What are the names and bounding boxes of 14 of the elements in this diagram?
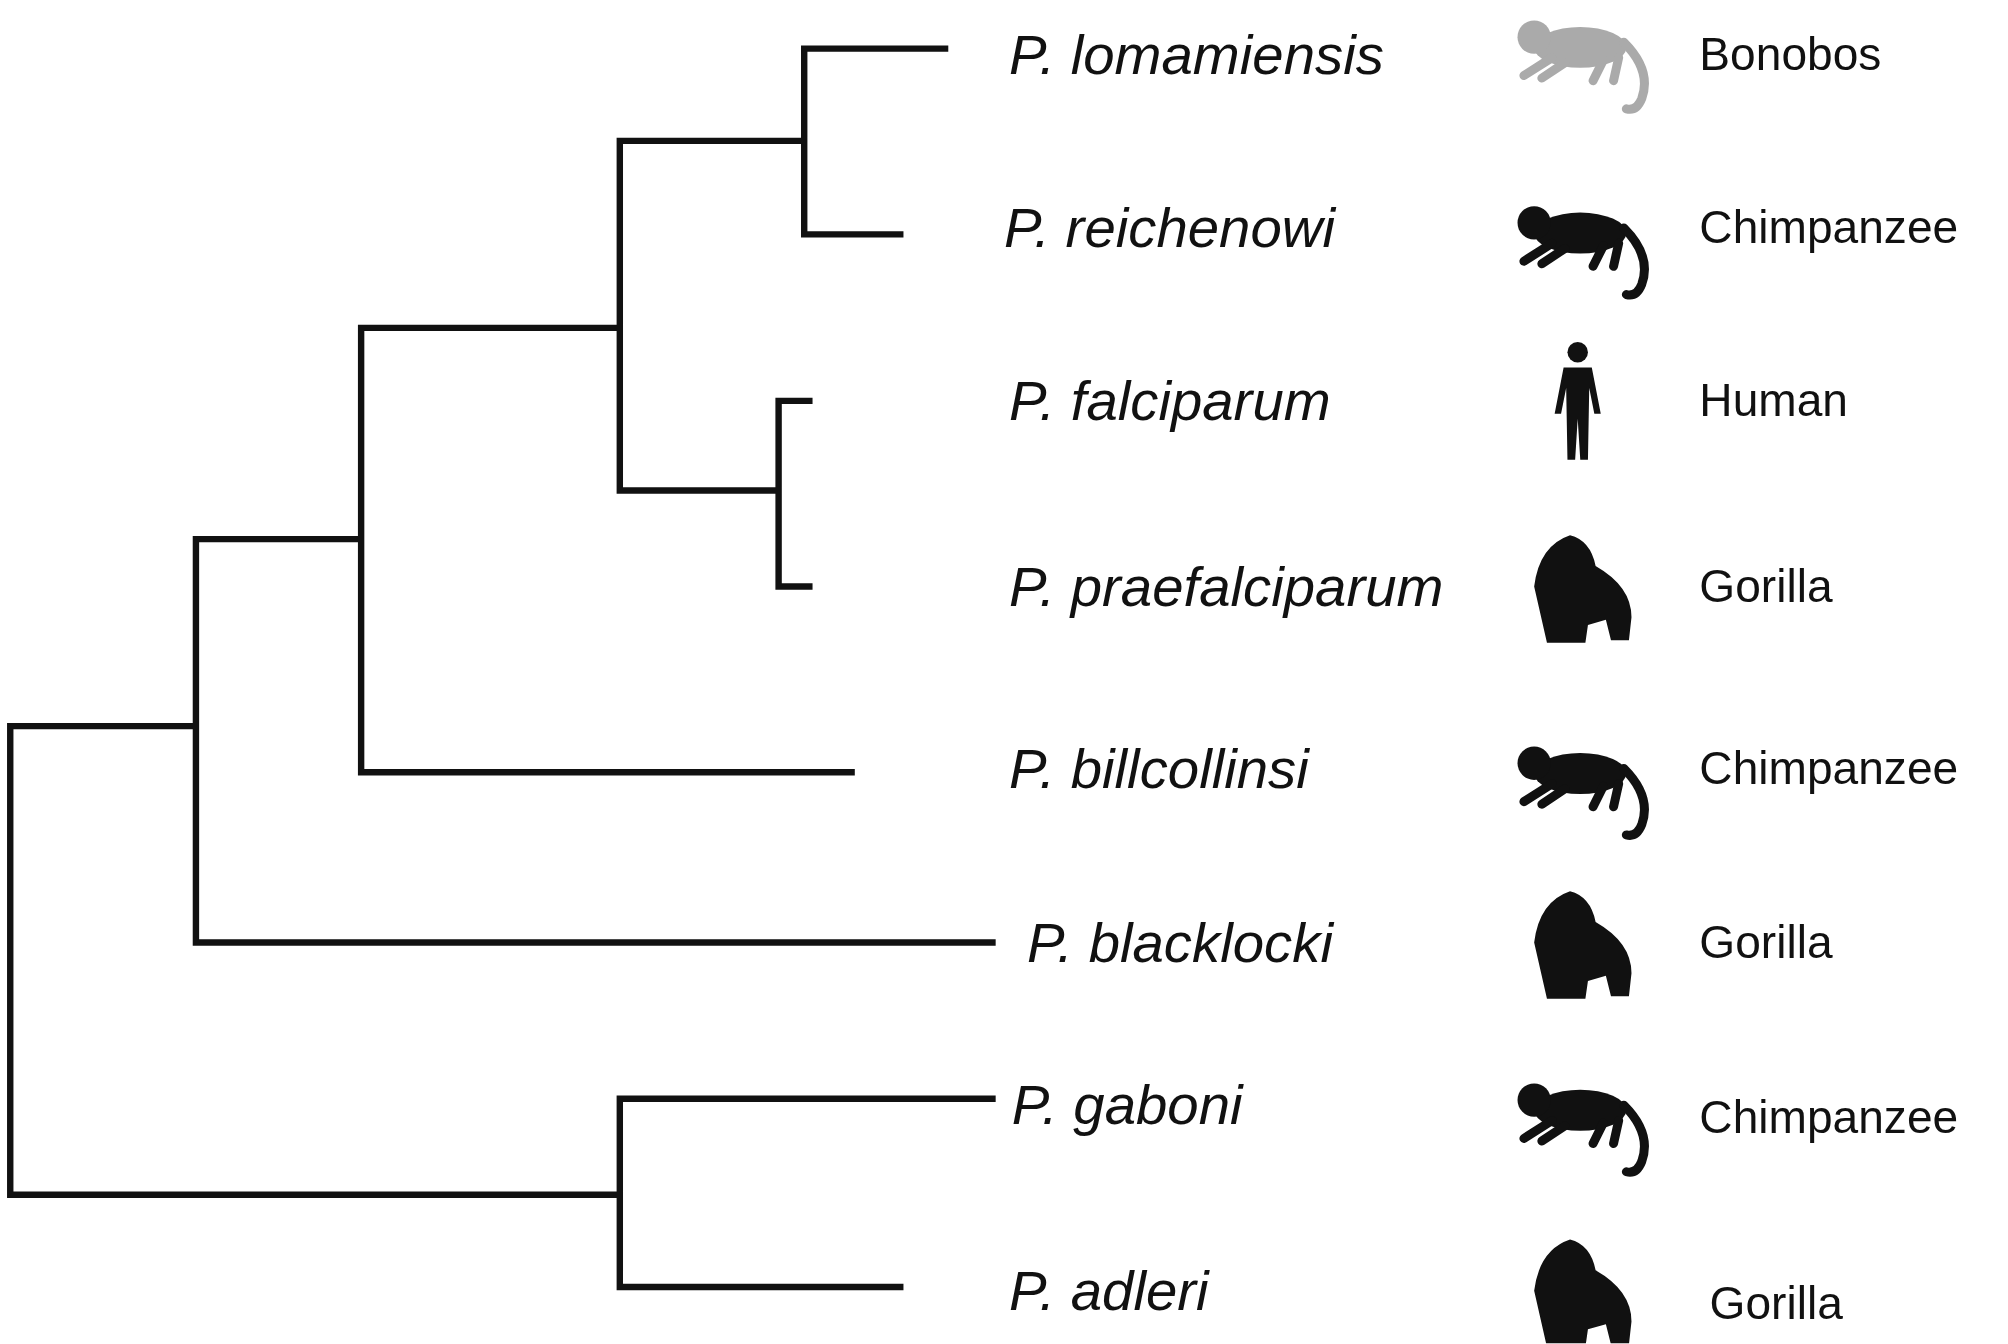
host-label: Human	[1699, 377, 1848, 424]
host-label: Gorilla	[1709, 1280, 1843, 1327]
species-name: P. billcollinsi	[1009, 740, 1309, 797]
species-name: P. reichenowi	[1004, 199, 1335, 257]
host-label: Chimpanzee	[1699, 745, 1959, 792]
species-name: P. blacklocki	[1027, 914, 1333, 971]
species-name: P. gaboni	[1011, 1077, 1243, 1134]
host-label: Chimpanzee	[1699, 1094, 1959, 1141]
host-label: Gorilla	[1699, 563, 1833, 610]
host-label: Bonobos	[1699, 32, 1882, 79]
species-name: P. lomamiensis	[1009, 26, 1384, 84]
host-label: Gorilla	[1699, 919, 1833, 966]
host-label: Chimpanzee	[1699, 204, 1959, 251]
species-name: P. adleri	[1009, 1262, 1209, 1319]
